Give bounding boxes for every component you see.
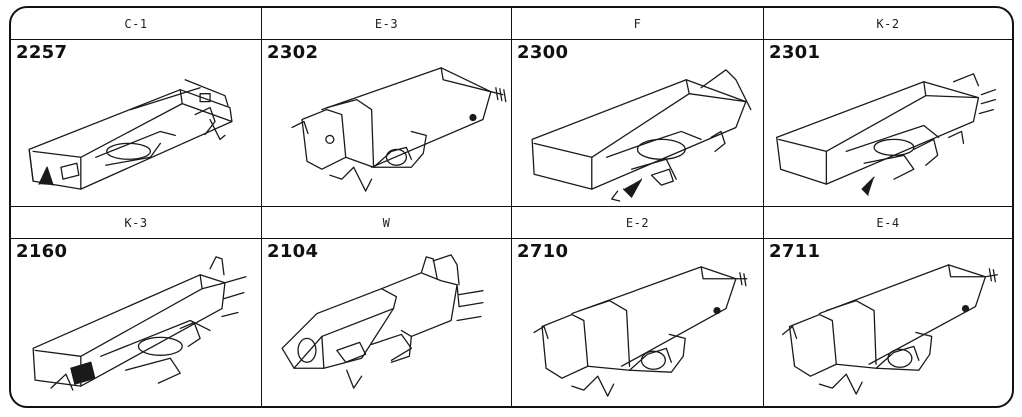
part-number: 2710 — [517, 241, 569, 262]
cartridge-catalog-table: C-1 E-3 F K-2 2257 — [9, 6, 1014, 408]
header-w: W — [262, 207, 512, 239]
catalog-cell-2104[interactable]: 2104 — [262, 239, 512, 406]
catalog-cell-2257[interactable]: 2257 — [11, 40, 262, 207]
part-number: 2257 — [16, 42, 68, 63]
part-number: 2711 — [769, 241, 821, 262]
catalog-cell-2301[interactable]: 2301 — [764, 40, 1012, 207]
part-number: 2104 — [267, 241, 319, 262]
cartridge-e3-icon — [291, 67, 507, 192]
catalog-cell-2302[interactable]: 2302 — [262, 40, 512, 207]
cartridge-e4-icon — [781, 264, 998, 395]
part-number: 2302 — [267, 42, 319, 63]
header-k2: K-2 — [764, 8, 1012, 40]
part-number: 2300 — [517, 42, 569, 63]
header-f: F — [512, 8, 764, 40]
header-c1: C-1 — [11, 8, 262, 40]
part-number: 2160 — [16, 241, 68, 262]
part-number: 2301 — [769, 42, 821, 63]
cartridge-c1-icon — [28, 79, 233, 190]
catalog-cell-2710[interactable]: 2710 — [512, 239, 764, 406]
catalog-cell-2300[interactable]: 2300 — [512, 40, 764, 207]
header-e4: E-4 — [764, 207, 1012, 239]
cartridge-e2-icon — [533, 266, 748, 397]
catalog-cell-2160[interactable]: 2160 — [11, 239, 262, 406]
cartridge-k2-icon — [776, 73, 996, 196]
cartridge-w-icon — [281, 254, 484, 389]
header-e2: E-2 — [512, 207, 764, 239]
catalog-cell-2711[interactable]: 2711 — [764, 239, 1012, 406]
header-e3: E-3 — [262, 8, 512, 40]
cartridge-k3-icon — [32, 256, 247, 391]
cartridge-f-icon — [531, 69, 752, 202]
catalog-grid: C-1 E-3 F K-2 2257 — [11, 8, 1012, 406]
header-k3: K-3 — [11, 207, 262, 239]
